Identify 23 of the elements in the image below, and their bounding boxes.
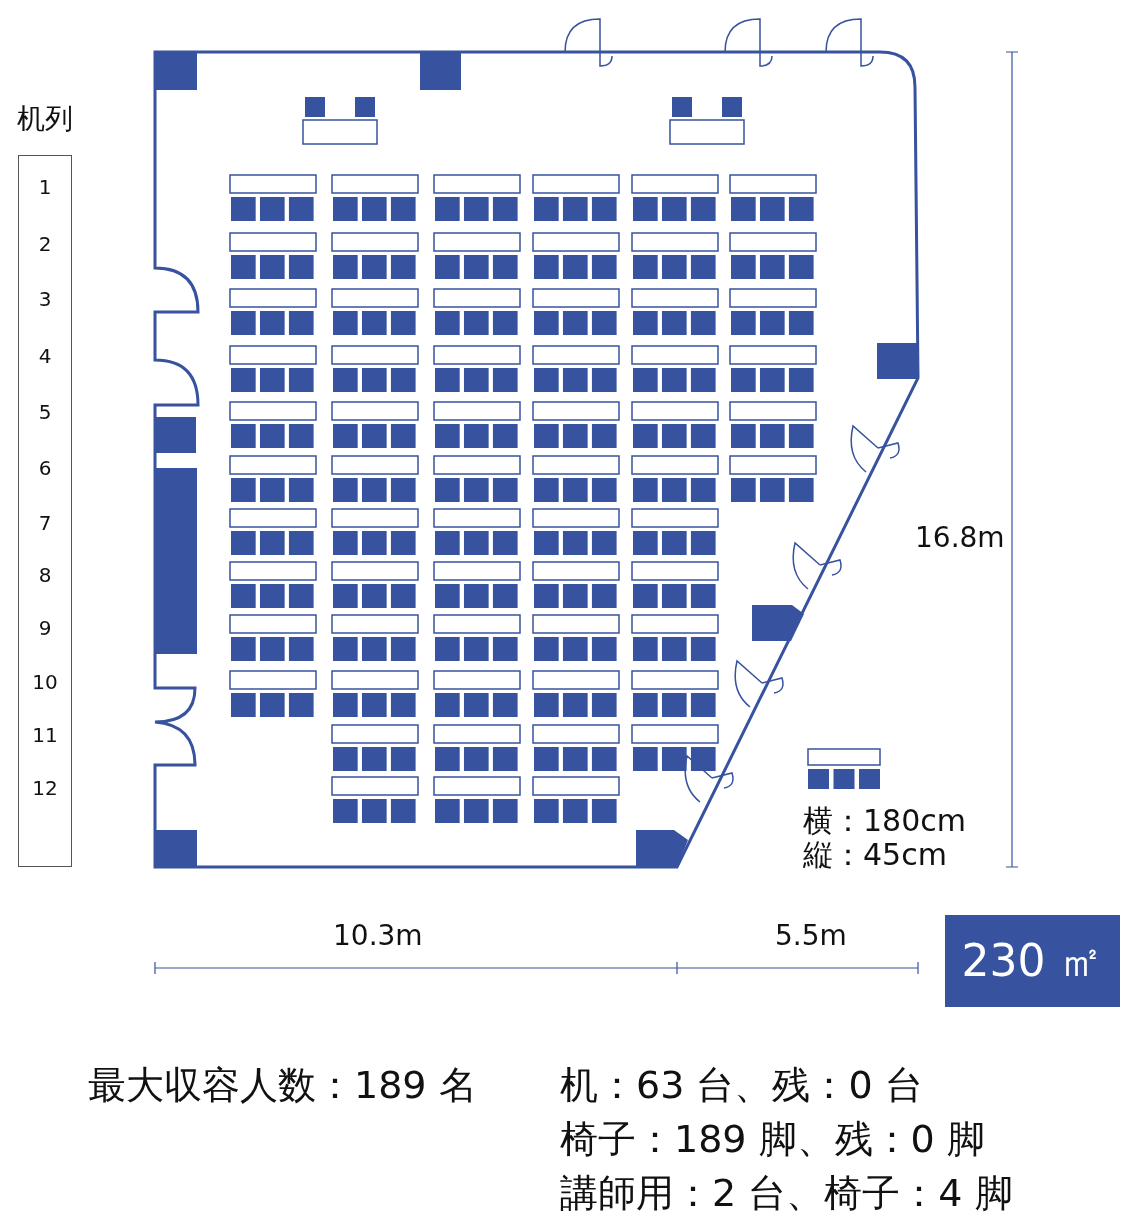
dimension-label: 10.3m xyxy=(333,922,423,950)
equipment-text: 机：63 台、残：0 台 xyxy=(560,1066,923,1104)
desk-size-label: 横：180cm xyxy=(803,806,966,836)
area-badge: 230 ㎡ xyxy=(945,915,1120,1007)
equipment-text: 椅子：189 脚、残：0 脚 xyxy=(560,1120,985,1158)
row-number: 11 xyxy=(31,725,59,745)
dimension-label: 5.5m xyxy=(775,922,847,950)
equipment-text: 講師用：2 台、椅子：4 脚 xyxy=(560,1174,1013,1212)
row-number: 10 xyxy=(31,672,59,692)
row-number: 1 xyxy=(37,177,53,197)
dimension-label: 16.8m xyxy=(915,524,1005,552)
row-number: 7 xyxy=(37,513,53,533)
desk-size-label: 縦：45cm xyxy=(803,840,947,870)
row-number: 9 xyxy=(37,618,53,638)
row-number: 2 xyxy=(37,234,53,254)
row-number: 5 xyxy=(37,402,53,422)
row-number: 4 xyxy=(37,346,53,366)
row-number: 6 xyxy=(37,458,53,478)
row-number: 8 xyxy=(37,565,53,585)
capacity-text: 最大収容人数：189 名 xyxy=(88,1066,477,1104)
row-number: 3 xyxy=(37,289,53,309)
column-heading: 机列 xyxy=(17,105,73,133)
row-number: 12 xyxy=(31,778,59,798)
